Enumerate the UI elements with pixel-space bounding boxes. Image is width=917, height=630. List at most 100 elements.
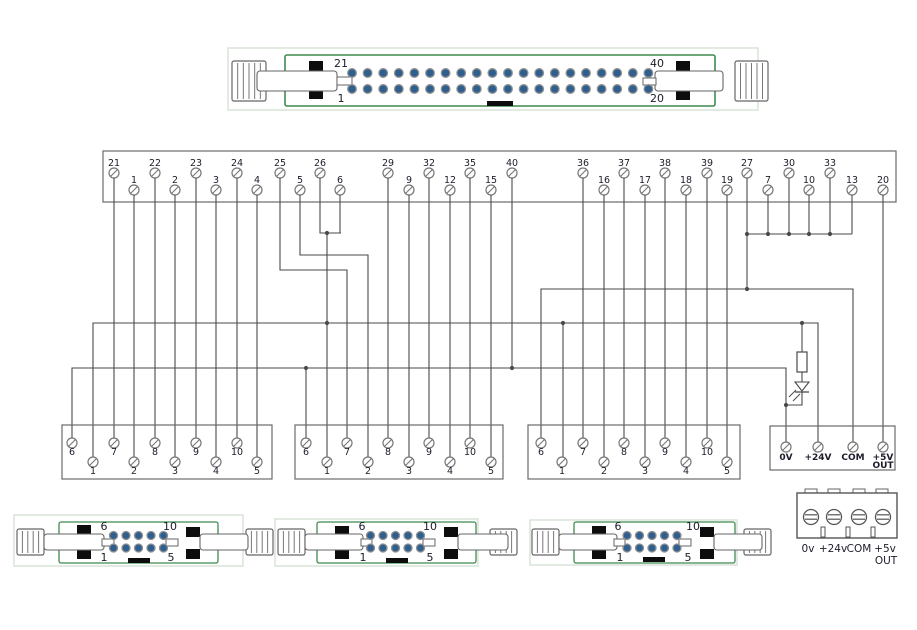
strip-terminal-screw-25-slot <box>276 169 284 177</box>
strip-terminal-label-17: 17 <box>639 175 651 186</box>
io-block-2-screw-1-slot <box>323 458 331 466</box>
io-block-1-label-6: 6 <box>69 447 75 458</box>
bottom-connector-3-key-block-1 <box>592 549 606 559</box>
strip-terminal-label-30: 30 <box>783 158 795 169</box>
strip-terminal-label-13: 13 <box>846 175 858 186</box>
bottom-connector-2-plug-arm-right <box>457 533 509 551</box>
bottom-connector-1-plug-pin-right <box>165 538 179 547</box>
strip-terminal-label-27: 27 <box>741 158 753 169</box>
io-block-1-label-9: 9 <box>193 447 199 458</box>
top-connector-pin-dot <box>487 68 498 78</box>
top-connector-pin-dot <box>581 84 591 94</box>
bottom-connector-2-pin-dot <box>390 543 401 553</box>
top-connector-pin-dot <box>347 68 357 78</box>
bottom-connector-3-key-block-2 <box>700 527 714 537</box>
io-block-2-label-3: 3 <box>406 466 412 477</box>
strip-terminal-screw-6-slot <box>336 186 344 194</box>
bottom-connector-1-plug-pin-left <box>101 538 115 547</box>
wire-com-run <box>540 288 854 442</box>
strip-terminal-screw-35-slot <box>466 169 474 177</box>
strip-terminal-screw-17-slot <box>641 186 649 194</box>
top-connector-pin-dot <box>425 68 435 78</box>
wire-junction-dot <box>786 231 792 237</box>
io-block-1-screw-3-slot <box>171 458 179 466</box>
bottom-connector-3-pin-dot <box>672 530 682 541</box>
strip-terminal-screw-37-slot <box>620 169 628 177</box>
bottom-connector-2-pin-dot <box>403 543 413 553</box>
strip-terminal-screw-20-slot <box>879 186 887 194</box>
io-block-3-screw-9-slot <box>661 439 669 447</box>
top-connector-pin-dot <box>503 68 513 78</box>
io-block-1-screw-5-slot <box>253 458 261 466</box>
top-connector-pin-dot <box>393 68 404 78</box>
strip-terminal-screw-23-slot <box>192 169 200 177</box>
strip-terminal-label-36: 36 <box>577 158 589 169</box>
strip-terminal-screw-21-slot <box>110 169 118 177</box>
bottom-connector-2-label-top-left: 6 <box>359 520 366 533</box>
io-block-3-screw-2-slot <box>600 458 608 466</box>
bottom-connector-1-plug-arm-left <box>43 533 105 551</box>
wire-junction-dot <box>827 231 833 237</box>
bottom-connector-1-strain-relief-left <box>16 528 45 556</box>
output-connector-label-+5v: +5v <box>874 543 896 555</box>
bottom-connector-2-label-top-right: 10 <box>423 520 437 533</box>
top-connector-polarity-notch <box>487 101 513 106</box>
bottom-connector-3-plug-arm-left <box>558 533 618 551</box>
wire-26-down-bridge <box>319 178 341 234</box>
strip-terminal-screw-3-slot <box>212 186 220 194</box>
io-block-3-label-6: 6 <box>538 447 544 458</box>
strip-terminal-screw-12-slot <box>446 186 454 194</box>
bottom-connector-2-label-bottom-left: 1 <box>360 551 367 564</box>
bottom-connector-1-label-top-right: 10 <box>163 520 177 533</box>
io-block-1-screw-9-slot <box>192 439 200 447</box>
io-block-2-label-8: 8 <box>385 447 391 458</box>
bottom-connector-2-polarity-notch <box>386 558 408 563</box>
bottom-connector-3-label-top-right: 10 <box>686 520 700 533</box>
strip-terminal-label-35: 35 <box>464 158 476 169</box>
io-block-1-label-7: 7 <box>111 447 117 458</box>
io-block-1-box <box>61 424 273 480</box>
io-block-2-label-9: 9 <box>426 447 432 458</box>
strip-terminal-label-16: 16 <box>598 175 610 186</box>
top-connector-pin-dot <box>612 84 623 94</box>
strip-terminal-screw-19-slot <box>723 186 731 194</box>
top-connector-pin-dot <box>409 68 420 78</box>
top-connector-pin-dot <box>565 68 576 78</box>
top-connector-pin-dot <box>362 68 373 78</box>
bottom-connector-3-pin-dot <box>659 543 670 553</box>
bottom-connector-2-pin-dot <box>365 543 376 553</box>
strip-terminal-label-12: 12 <box>444 175 456 186</box>
top-connector-pin-dot <box>627 68 638 78</box>
led-symbol-triangle <box>793 381 811 392</box>
io-block-2-screw-5-slot <box>487 458 495 466</box>
bottom-connector-1-pin-dot <box>121 543 131 553</box>
strip-terminal-label-4: 4 <box>254 175 260 186</box>
wire-junction-dot <box>560 320 566 326</box>
io-block-2-label-4: 4 <box>447 466 453 477</box>
io-block-1-screw-6-slot <box>68 439 76 447</box>
strip-terminal-screw-22-slot <box>151 169 159 177</box>
bottom-connector-2-pin-dot <box>415 543 426 553</box>
bottom-connector-1-key-block-1 <box>77 549 91 559</box>
bottom-connector-3-polarity-notch <box>643 557 665 562</box>
strip-terminal-screw-24-slot <box>233 169 241 177</box>
bottom-connector-2-pin-dot <box>403 530 413 541</box>
wire-5-to-block2-2 <box>299 195 369 457</box>
strip-terminal-label-10: 10 <box>803 175 815 186</box>
output-connector-screw-1 <box>825 508 843 526</box>
led-emission-arrow <box>792 393 801 402</box>
bottom-connector-3-pin-dot <box>634 530 645 541</box>
output-connector-label-out: OUT <box>875 555 898 567</box>
io-block-1-label-5: 5 <box>254 466 260 477</box>
output-connector-slot-0 <box>820 526 826 538</box>
io-block-3-label-9: 9 <box>662 447 668 458</box>
top-connector-pin-dot <box>409 84 420 94</box>
top-connector-key-block-2 <box>676 61 690 72</box>
power-terminal-sublabel-+5V: OUT <box>872 461 894 471</box>
io-block-3-label-3: 3 <box>642 466 648 477</box>
bottom-connector-2-plug-arm-left <box>304 533 364 551</box>
bottom-connector-2-label-bottom-right: 5 <box>427 551 434 564</box>
power-terminal-screw-+24V-slot <box>814 443 822 451</box>
